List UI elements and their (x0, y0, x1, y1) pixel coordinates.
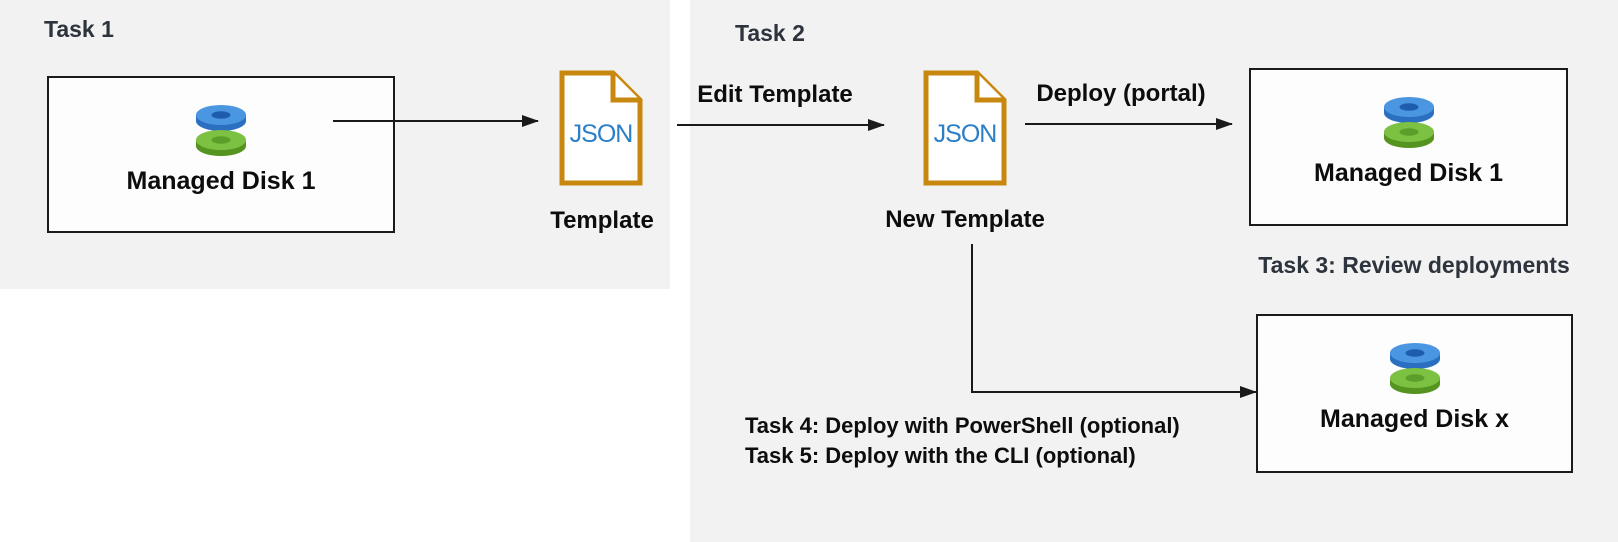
managed-disk-icon (1383, 97, 1434, 148)
task5-note: Task 5: Deploy with the CLI (optional) (745, 443, 1136, 468)
template-caption: Template (550, 207, 654, 234)
managed-disk-icon (196, 105, 246, 156)
new-template-file-node: JSON (920, 68, 1010, 188)
json-file-text: JSON (933, 120, 998, 148)
optional-managed-disk-box: Managed Disk x (1256, 314, 1573, 473)
task2-heading: Task 2 (735, 20, 805, 46)
source-managed-disk-box: Managed Disk 1 (47, 76, 395, 233)
task1-heading: Task 1 (44, 16, 114, 42)
source-managed-disk-label: Managed Disk 1 (126, 167, 316, 195)
task4-note: Task 4: Deploy with PowerShell (optional… (745, 413, 1180, 438)
portal-managed-disk-label: Managed Disk 1 (1314, 159, 1503, 187)
portal-managed-disk-box: Managed Disk 1 (1249, 68, 1568, 226)
edit-template-arrow-label: Edit Template (697, 81, 853, 108)
optional-managed-disk-label: Managed Disk x (1320, 405, 1509, 433)
template-file-node: JSON (556, 68, 646, 188)
deploy-portal-arrow-label: Deploy (portal) (1036, 80, 1206, 107)
task3-heading: Task 3: Review deployments (1258, 252, 1570, 278)
managed-disk-icon (1389, 343, 1440, 394)
new-template-caption: New Template (885, 206, 1045, 233)
json-file-text: JSON (569, 120, 634, 148)
task4-task5-notes: Task 4: Deploy with PowerShell (optional… (745, 411, 1180, 471)
